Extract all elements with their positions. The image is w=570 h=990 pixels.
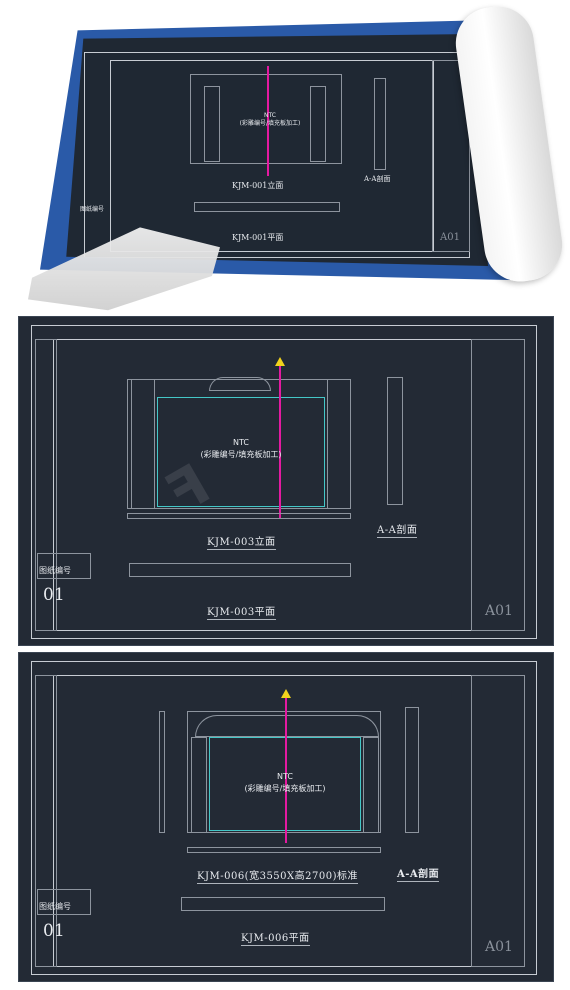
- drawing2-title-block: [471, 339, 525, 631]
- drawing3-ntc-title: NTC: [277, 772, 293, 781]
- drawing3-dimension-line: [187, 847, 381, 853]
- drawing2-crown-ornament: [209, 377, 271, 391]
- poster-plan-label: KJM-001平面: [232, 233, 284, 242]
- drawing2-sheet-box: [37, 553, 91, 579]
- drawing3-vertical-dimension: [159, 711, 165, 833]
- drawing2-sheet-code: A01: [485, 603, 513, 619]
- poster-elevation-outline: [190, 74, 342, 164]
- drawing2-elevation-label: KJM-003立面: [207, 533, 276, 550]
- drawing2-left-pillar: [131, 379, 155, 509]
- drawing3-elevation-outline: [187, 711, 381, 833]
- poster-ntc-title: NTC: [264, 112, 276, 119]
- drawing3-ntc-note: (彩雕编号/填充板加工): [244, 784, 326, 793]
- poster-right-column: [310, 86, 326, 162]
- drawing3-left-strip: [35, 675, 57, 967]
- drawing2-opening: [157, 397, 325, 507]
- poster-sheet-label: 图纸编号: [80, 206, 105, 213]
- poster-title-block: [432, 60, 470, 252]
- drawing2-sheet-label: 图纸编号: [39, 566, 71, 575]
- drawing2-ntc: NTC (彩雕编号/填充板加工): [193, 437, 289, 461]
- drawing2-section-outline: [387, 377, 403, 505]
- drawing2-warning-icon: [275, 357, 285, 366]
- poster-ntc-note: (彩雕编号/填充板加工): [239, 120, 301, 127]
- drawing3-right-pillar: [363, 737, 379, 833]
- poster-sheet-code: A01: [440, 232, 460, 243]
- drawing3-section-outline: [405, 707, 419, 833]
- drawing2-section-label: A-A剖面: [377, 521, 418, 538]
- drawing3-sheet-code: A01: [485, 939, 513, 955]
- poster-section-outline: [374, 78, 386, 170]
- drawing2-frame: [31, 325, 537, 639]
- drawing3-sheet-label: 图纸编号: [39, 902, 71, 911]
- drawing3-sheet-number: 01: [43, 921, 65, 941]
- drawing3-elevation-label: KJM-006(宽3550X高2700)标准: [197, 867, 359, 884]
- drawing3-title-block: [471, 675, 525, 967]
- drawing2-plan-label: KJM-003平面: [207, 603, 276, 620]
- drawing3-left-pillar: [191, 737, 207, 833]
- drawing3-plan-label: KJM-006平面: [241, 929, 310, 946]
- poster-drawing-sheet: A01 NTC (彩雕编号/填充板加工) KJM-001立面 KJM-001平面…: [66, 34, 488, 266]
- poster-section-label: A-A剖面: [364, 175, 391, 183]
- drawing2-left-strip: [35, 339, 57, 631]
- poster-center-axis: [267, 66, 269, 176]
- poster-inner-frame: [110, 60, 434, 252]
- drawing3-warning-icon: [281, 689, 291, 698]
- drawing3-center-axis: [285, 693, 287, 843]
- drawing3-frame: [31, 661, 537, 975]
- drawing2-center-axis: [279, 359, 281, 519]
- drawing3-plan-outline: [181, 897, 385, 911]
- drawing2-right-pillar: [327, 379, 351, 509]
- drawing3-arch: [195, 715, 379, 737]
- poster-plan-outline: [194, 202, 340, 212]
- drawing3-ntc: NTC (彩雕编号/填充板加工): [233, 771, 337, 795]
- drawing-panel-3: 图纸编号 01 A01 NTC (彩雕编号/填充板加工) KJM-006(宽35…: [18, 652, 554, 982]
- drawing3-sheet-box: [37, 889, 91, 915]
- drawing3-section-label: A-A剖面: [397, 865, 440, 882]
- drawing2-sheet-number: 01: [43, 585, 65, 605]
- drawing2-dimension-line: [127, 513, 351, 519]
- drawing2-plan-outline: [129, 563, 351, 577]
- drawing2-ntc-title: NTC: [233, 438, 249, 447]
- poster-ntc: NTC (彩雕编号/填充板加工): [230, 112, 310, 128]
- drawing-panel-2: 图纸编号 01 A01 NTC (彩雕编号/填充板加工) KJM-003立面 K…: [18, 316, 554, 646]
- drawing2-ntc-note: (彩雕编号/填充板加工): [200, 450, 282, 459]
- poster-left-column: [204, 86, 220, 162]
- poster-elevation-label: KJM-001立面: [232, 181, 284, 190]
